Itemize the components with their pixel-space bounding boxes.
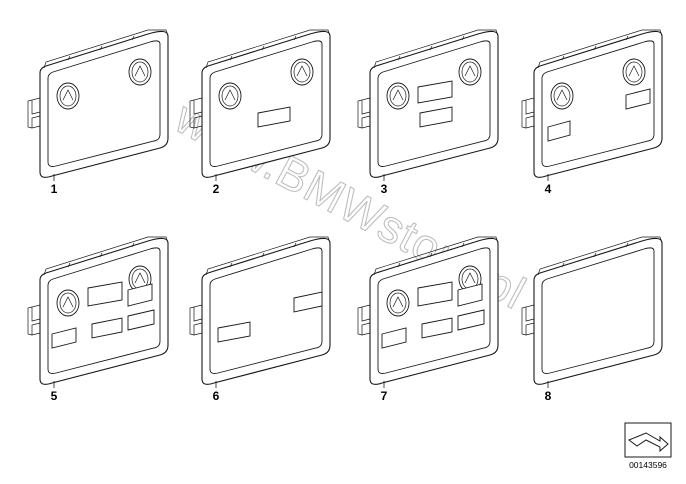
rect-opening: [457, 309, 485, 331]
round-opening: [458, 58, 482, 86]
panel-variant-5: 5: [27, 236, 169, 403]
rect-opening: [91, 317, 123, 339]
round-opening: [386, 82, 410, 110]
rect-opening: [547, 120, 571, 142]
panel-variant-8: 8: [521, 236, 663, 403]
part-number-label: 3: [381, 182, 388, 196]
panel-group: 1 2 3 4 5 6 7 8: [27, 29, 663, 403]
round-opening: [56, 289, 80, 317]
part-number-label: 8: [545, 389, 552, 403]
rect-opening: [293, 291, 323, 313]
rect-opening: [127, 309, 155, 331]
part-number-label: 4: [545, 182, 552, 196]
panel-variant-2: 2: [189, 29, 331, 196]
round-opening: [622, 58, 646, 86]
rect-opening: [51, 327, 77, 349]
panel-frame: [27, 29, 169, 178]
rect-opening: [457, 283, 483, 307]
panel-frame: [189, 236, 331, 385]
rect-opening: [419, 106, 453, 128]
rect-opening: [381, 327, 407, 349]
round-opening: [56, 82, 80, 110]
panel-variant-7: 7: [357, 236, 499, 403]
round-opening: [290, 58, 314, 86]
rect-opening: [625, 88, 651, 110]
round-opening: [386, 289, 410, 317]
reference-arrow-icon: [624, 422, 672, 458]
panel-variant-1: 1: [27, 29, 169, 196]
panel-frame: [521, 236, 663, 385]
part-number-label: 7: [381, 389, 388, 403]
round-opening: [128, 58, 152, 86]
part-number-label: 6: [213, 389, 220, 403]
rect-opening: [217, 321, 251, 343]
rect-opening: [87, 281, 123, 307]
reference-number: 00143596: [629, 460, 667, 470]
panel-frame: [27, 236, 169, 385]
rect-opening: [417, 80, 453, 104]
panel-frame: [357, 29, 499, 178]
round-opening: [550, 82, 574, 110]
part-number-label: 5: [51, 389, 58, 403]
rect-opening: [127, 283, 153, 307]
rect-opening: [421, 317, 453, 339]
rect-opening: [417, 281, 453, 307]
part-number-label: 1: [51, 182, 58, 196]
round-opening: [218, 82, 242, 110]
panel-variant-6: 6: [189, 236, 331, 403]
rect-opening: [257, 106, 291, 128]
part-number-label: 2: [213, 182, 220, 196]
panel-frame: [357, 236, 499, 385]
panel-variant-3: 3: [357, 29, 499, 196]
panel-variant-4: 4: [521, 29, 663, 196]
